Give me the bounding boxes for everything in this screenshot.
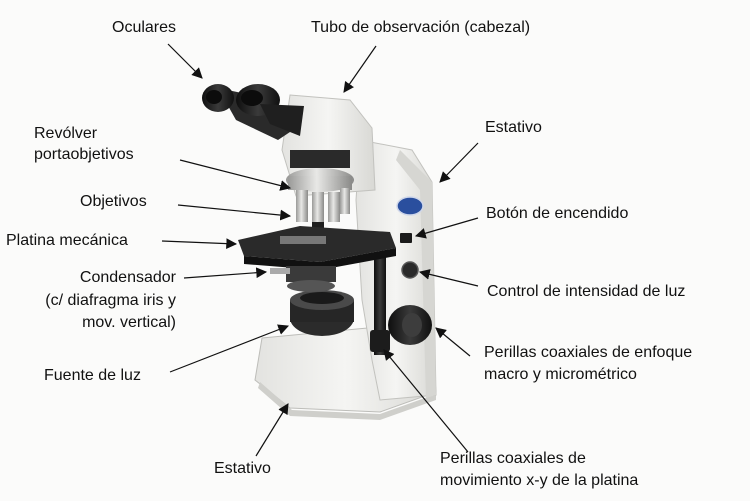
label-revolver: Revólver [34, 125, 98, 142]
arrow-condensador [183, 267, 268, 279]
objectives [296, 188, 350, 228]
label-objetivos: Objetivos [80, 193, 147, 210]
label-condensador: Condensador [79, 269, 176, 286]
label-platina-mecanica: Platina mecánica [6, 232, 128, 249]
arrow-oculares [167, 43, 203, 79]
arrow-estativo-bottom [255, 403, 289, 457]
arrow-revolver [179, 159, 292, 191]
label-perillas-xy-2: movimiento x-y de la platina [440, 472, 639, 489]
arrow-control [418, 269, 479, 287]
label-portaobjetivos: portaobjetivos [34, 146, 134, 163]
label-perillas-enfoque-2: macro y micrométrico [484, 366, 637, 383]
label-boton-encendido: Botón de encendido [486, 205, 629, 222]
condenser [286, 266, 336, 282]
intensity-knob [401, 261, 419, 279]
arrow-objetivos [177, 204, 292, 221]
brand-badge [396, 196, 424, 216]
label-estativo-top: Estativo [485, 119, 542, 136]
label-tubo-observacion: Tubo de observación (cabezal) [311, 19, 531, 36]
power-button [400, 233, 412, 243]
arrow-estativo-top [439, 142, 479, 183]
label-fuente-luz: Fuente de luz [44, 367, 141, 384]
arrow-fuente [169, 324, 290, 373]
leader-arrows [161, 43, 479, 457]
arrow-tubo [343, 45, 377, 93]
microscope-illustration [202, 84, 437, 420]
label-perillas-enfoque-1: Perillas coaxiales de enfoque [484, 344, 693, 361]
arrow-boton [414, 217, 479, 239]
label-perillas-xy-1: Perillas coaxiales de [440, 450, 586, 467]
label-condensador-detalle-2: mov. vertical) [82, 314, 176, 331]
eyepieces [202, 84, 304, 140]
label-control-intensidad: Control de intensidad de luz [487, 283, 686, 300]
arrow-platina [161, 238, 238, 250]
arrow-perillas-xy [383, 349, 469, 453]
label-estativo-bottom: Estativo [214, 460, 271, 477]
arrow-enfoque [435, 327, 471, 357]
label-oculares: Oculares [112, 19, 177, 36]
label-condensador-detalle-1: (c/ diafragma iris y [45, 292, 176, 309]
